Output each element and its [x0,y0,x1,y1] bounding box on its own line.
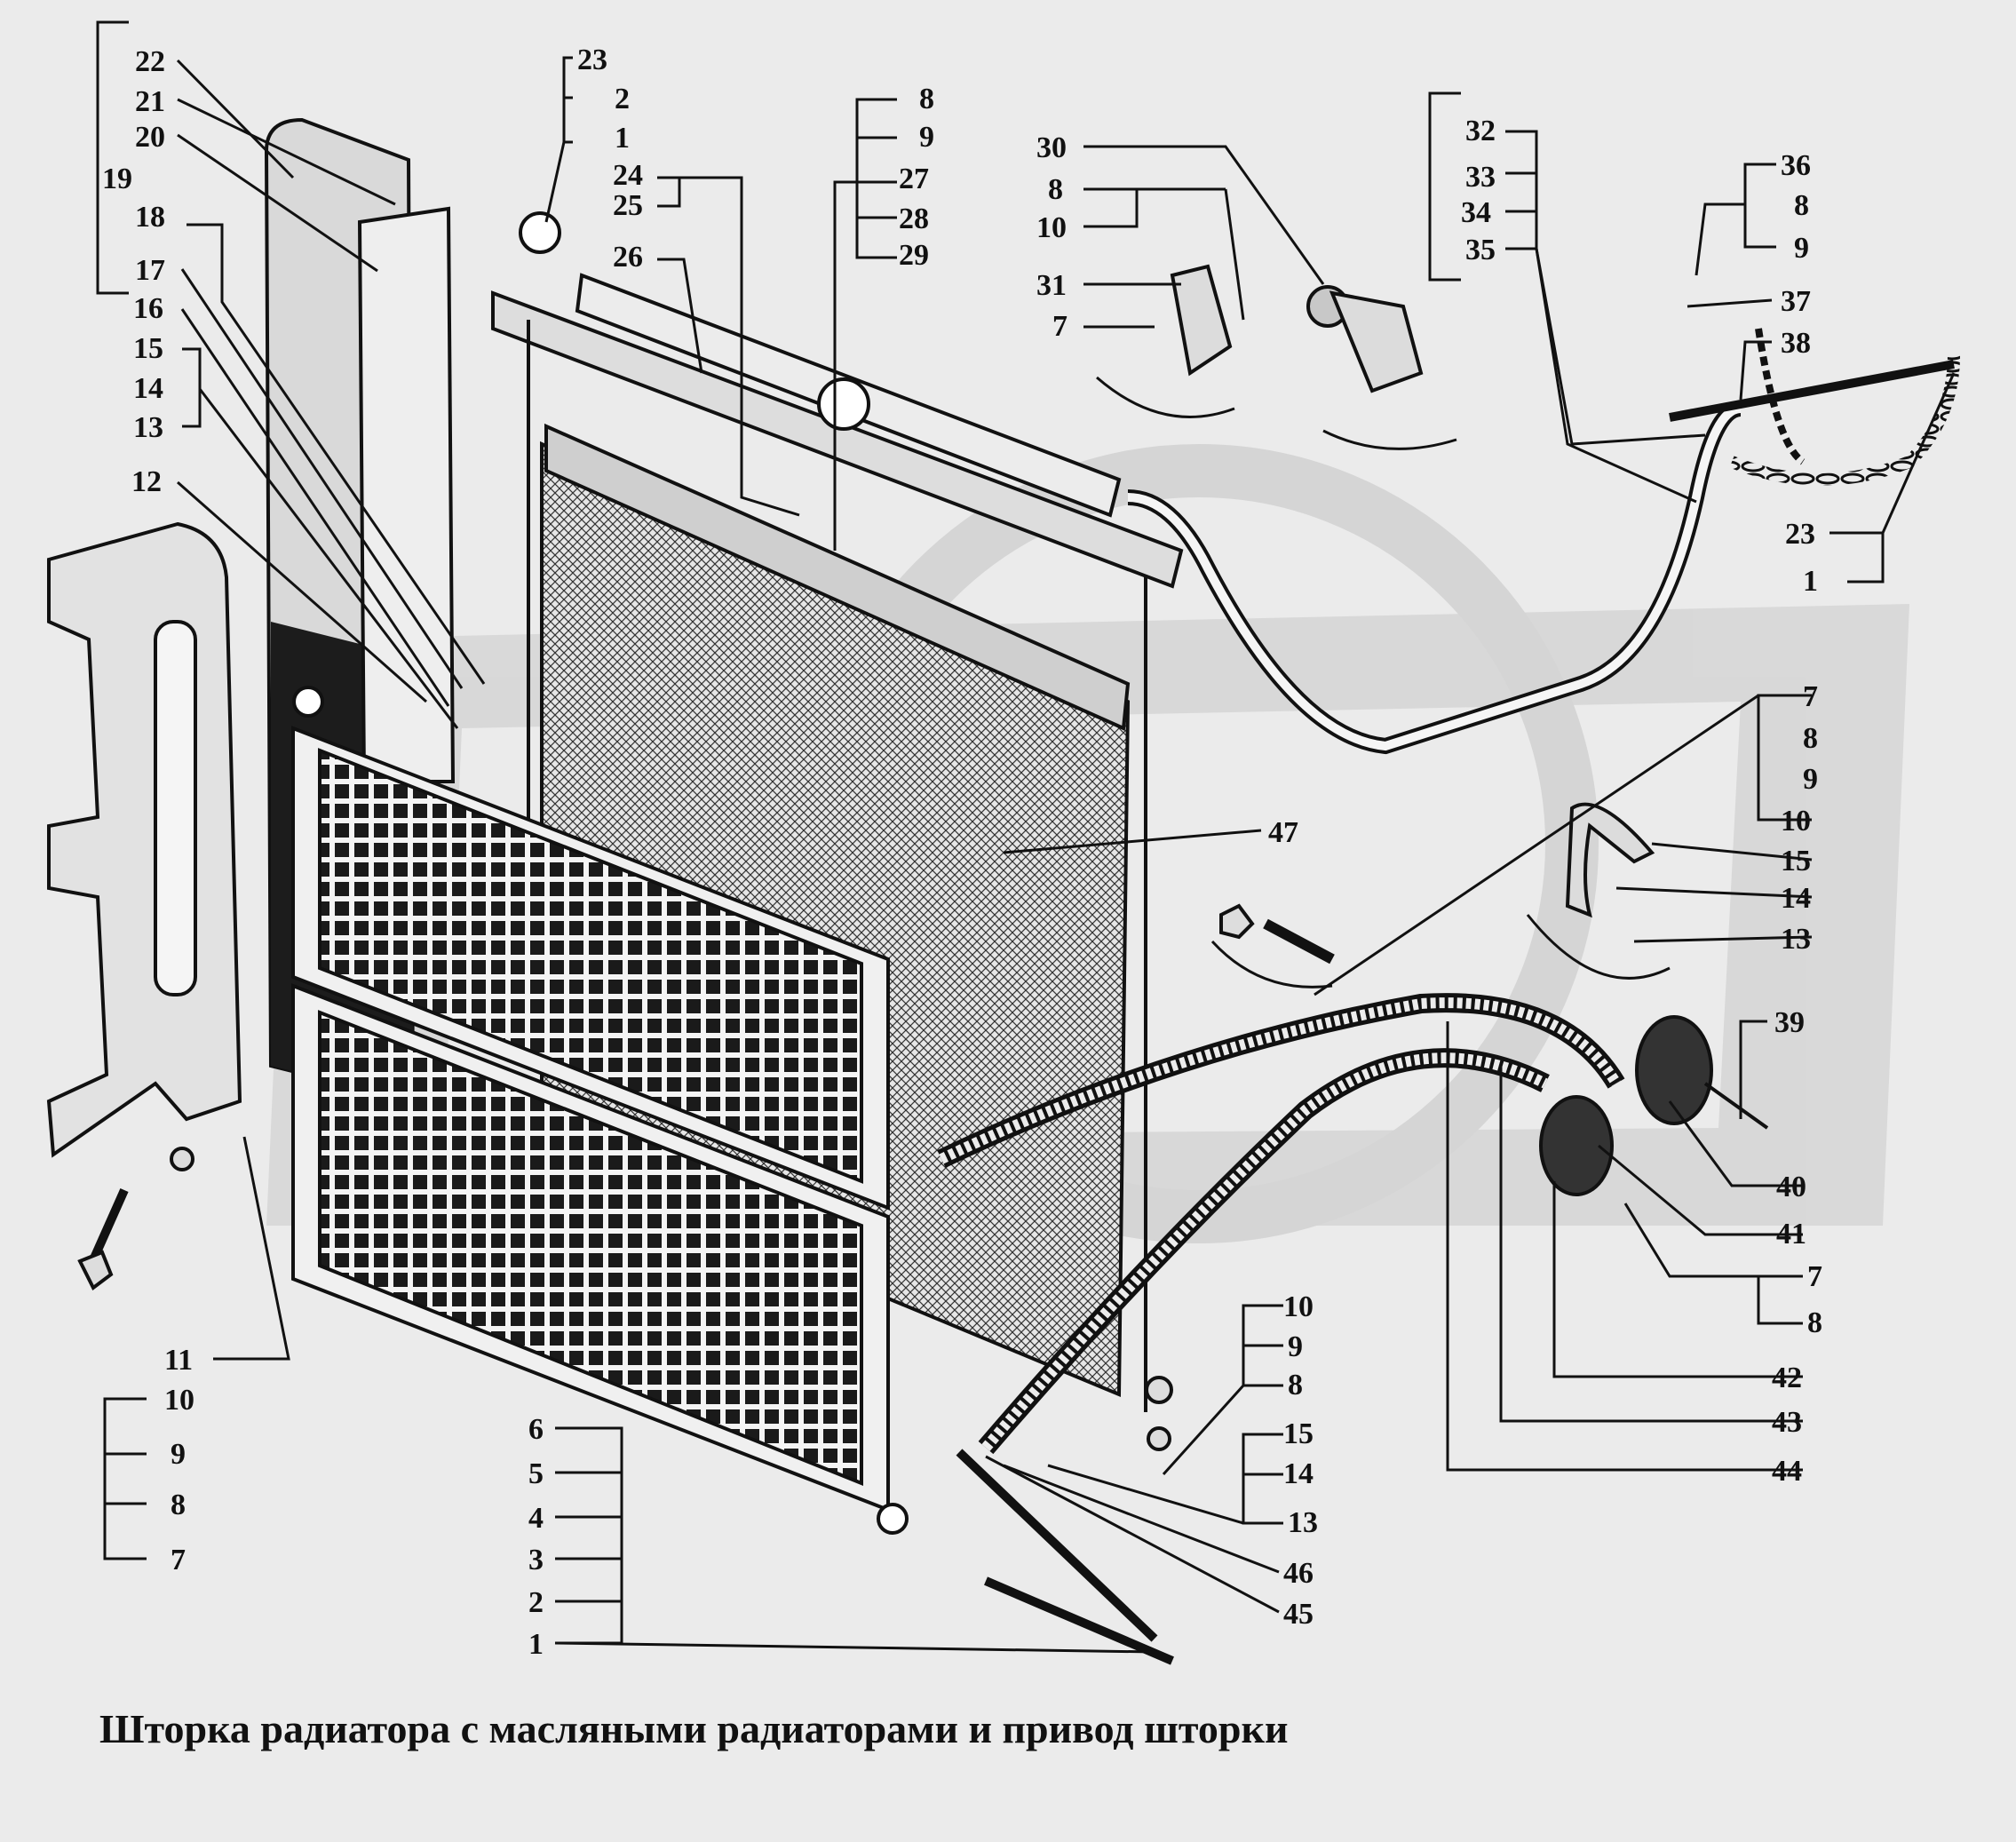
callout-15: 15 [1283,1417,1314,1450]
callout-7: 7 [1803,680,1818,713]
callout-3: 3 [528,1544,544,1576]
callout-8: 8 [919,83,934,115]
callout-31: 31 [1036,269,1067,302]
callout-8: 8 [1048,173,1063,206]
callout-40: 40 [1776,1171,1806,1203]
callout-26: 26 [613,241,643,274]
callout-9: 9 [1794,232,1809,265]
left-bracket [46,521,242,1158]
callout-1: 1 [528,1628,544,1661]
callout-23: 23 [1785,518,1815,551]
fasteners [77,903,1335,1665]
lower-oil-radiator [291,983,909,1535]
callout-29: 29 [899,239,929,272]
callout-33: 33 [1465,161,1496,194]
leader-lines [96,20,1956,1654]
callout-7: 7 [171,1544,186,1576]
callout-41: 41 [1776,1218,1806,1250]
diagram-caption: Шторка радиатора с масляными радиаторами… [99,1706,1289,1751]
oil-hoses [937,993,1625,1642]
callout-13: 13 [133,411,163,444]
callout-2: 2 [528,1586,544,1619]
callout-30: 30 [1036,131,1067,164]
callout-37: 37 [1781,285,1811,318]
callout-19: 19 [102,163,132,195]
callout-15: 15 [1781,845,1811,877]
callout-9: 9 [919,121,934,154]
callout-14: 14 [1283,1457,1314,1490]
callout-15: 15 [133,332,163,365]
callout-21: 21 [135,85,165,118]
callout-8: 8 [1794,189,1809,222]
callout-10: 10 [1283,1290,1314,1323]
callout-9: 9 [171,1438,186,1471]
callout-45: 45 [1283,1598,1314,1631]
callout-9: 9 [1803,763,1818,796]
callout-12: 12 [131,465,162,498]
callout-32: 32 [1465,115,1496,147]
callout-25: 25 [613,189,643,222]
callout-8: 8 [1807,1306,1822,1339]
detail-arcs [1096,376,1671,988]
callout-38: 38 [1781,327,1811,360]
callout-numbers: 22 21 20 19 18 17 16 15 14 13 12 11 10 9… [102,44,1822,1661]
callout-34: 34 [1461,196,1491,229]
callout-27: 27 [899,163,929,195]
callout-8: 8 [1288,1369,1303,1401]
callout-6: 6 [528,1413,544,1446]
callout-18: 18 [135,201,165,234]
callout-14: 14 [133,372,163,405]
callout-24: 24 [613,159,643,192]
callout-11: 11 [164,1344,193,1377]
callout-14: 14 [1781,882,1811,915]
callout-13: 13 [1781,923,1811,956]
callout-10: 10 [1781,805,1811,838]
callout-44: 44 [1772,1455,1802,1488]
callout-17: 17 [135,254,165,287]
callout-5: 5 [528,1457,544,1490]
callout-2: 2 [615,83,630,115]
shutter-control-knob [1539,802,1769,1196]
callout-13: 13 [1288,1506,1318,1539]
callout-39: 39 [1774,1006,1805,1039]
callout-10: 10 [164,1384,194,1417]
callout-1: 1 [1803,565,1818,598]
rod-clamps [1170,264,1424,393]
callout-35: 35 [1465,234,1496,266]
callout-7: 7 [1052,310,1068,343]
callout-9: 9 [1288,1330,1303,1363]
callout-28: 28 [899,202,929,235]
callout-36: 36 [1781,149,1811,182]
callout-4: 4 [528,1502,544,1535]
callout-22: 22 [135,45,165,78]
callout-23: 23 [577,44,607,76]
callout-47: 47 [1268,816,1298,849]
callout-43: 43 [1772,1406,1802,1439]
callout-20: 20 [135,121,165,154]
callout-1: 1 [615,122,630,155]
callout-8: 8 [171,1489,186,1521]
upper-oil-radiator [291,686,890,1211]
callout-46: 46 [1283,1557,1314,1590]
callout-10: 10 [1036,211,1067,244]
shutter-drive-rod [1127,328,1960,755]
callout-42: 42 [1772,1362,1802,1394]
callout-16: 16 [133,292,163,325]
callout-8: 8 [1803,722,1818,755]
callout-7: 7 [1807,1260,1822,1293]
